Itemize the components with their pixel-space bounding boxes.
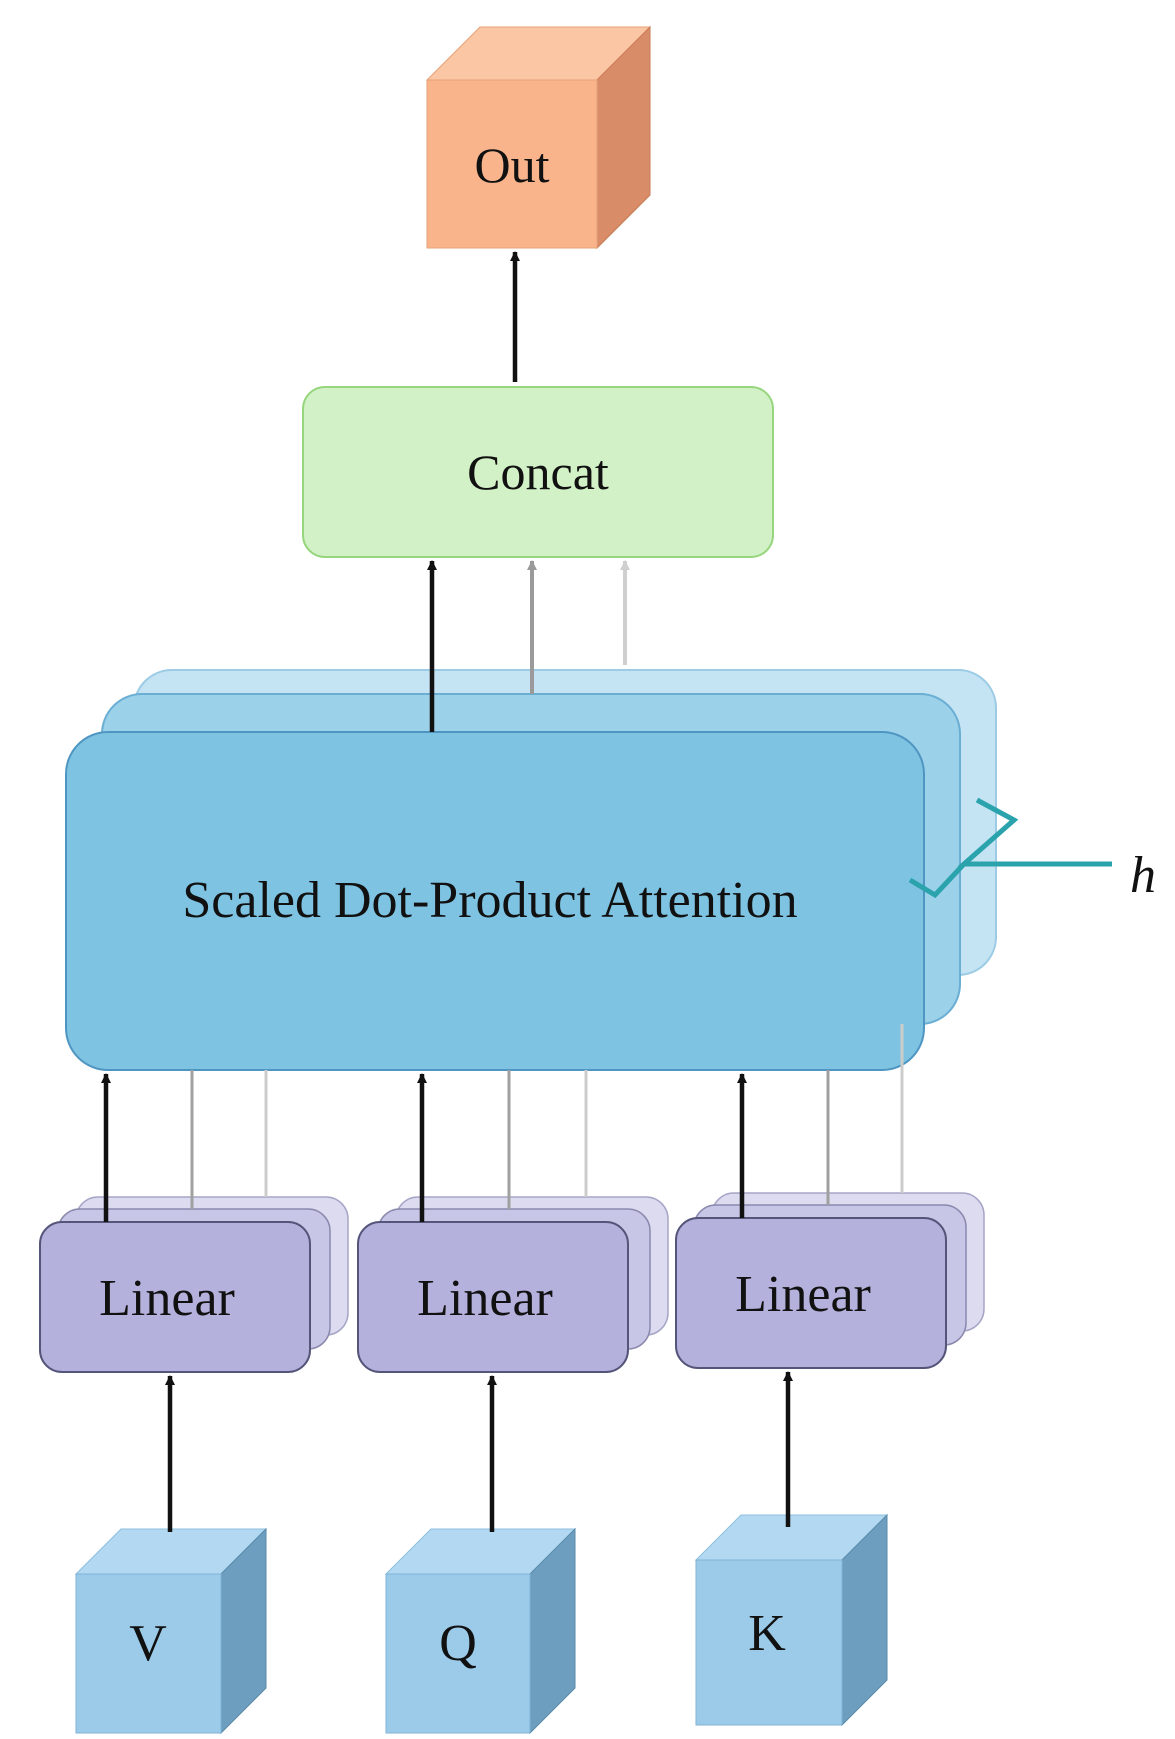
input-cube-v: V [74, 1527, 268, 1735]
input-v-label: V [129, 1615, 167, 1672]
linear-k-front [675, 1217, 947, 1369]
heads-brace [908, 797, 1112, 899]
out-cube-front [426, 79, 598, 249]
input-q-front [385, 1573, 531, 1734]
out-cube: Out [425, 25, 652, 250]
concat-box: Concat [302, 386, 774, 558]
linear-stack-v: Linear [39, 1196, 349, 1373]
linear-v-front [39, 1221, 311, 1373]
linear-q-label: Linear [417, 1270, 553, 1327]
linear-v-label: Linear [99, 1270, 235, 1327]
input-cube-q: Q [384, 1527, 577, 1735]
concat-label: Concat [467, 444, 609, 500]
concat-rect [302, 386, 774, 558]
heads-label: h [1130, 847, 1156, 904]
linear-stack-q: Linear [357, 1196, 669, 1373]
attention-stack: Scaled Dot-Product Attention [65, 669, 997, 1071]
heads-indicator: h [908, 797, 1156, 904]
linear-k-label: Linear [735, 1266, 871, 1323]
input-q-label: Q [439, 1615, 477, 1672]
linear-q-front [357, 1221, 629, 1373]
input-v-front [75, 1573, 222, 1734]
input-k-front [695, 1559, 843, 1726]
input-cube-k: K [694, 1513, 889, 1727]
input-k-label: K [748, 1605, 786, 1662]
out-label: Out [475, 137, 550, 193]
attention-layer-front [65, 731, 925, 1071]
linear-stack-k: Linear [675, 1192, 985, 1369]
attention-label: Scaled Dot-Product Attention [182, 872, 797, 929]
